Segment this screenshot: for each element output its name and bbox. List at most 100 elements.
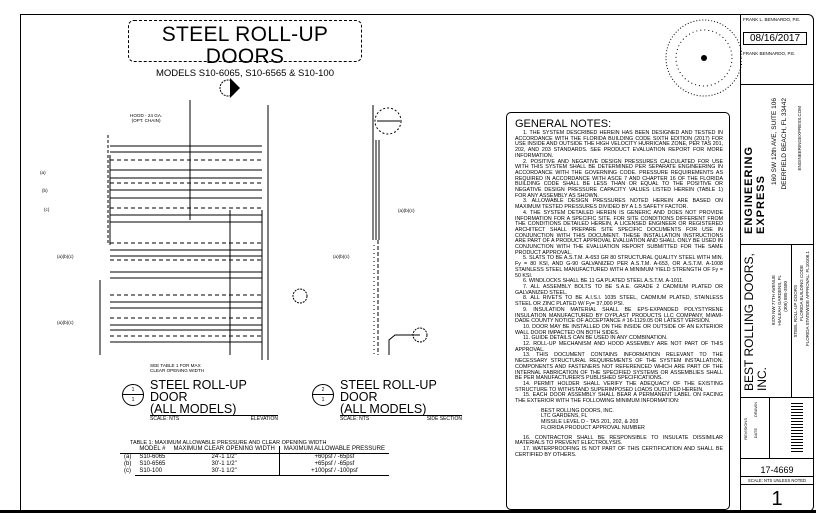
note-item: 14. PERMIT HOLDER SHALL VERIFY THE ADEQU… xyxy=(515,380,723,393)
note-item: 5. SLATS TO BE A.S.T.M. A-653 GR 80 STRU… xyxy=(515,255,723,279)
hood-label-line-1: HOOD - 24 GA. xyxy=(130,113,163,118)
firm-address-1: 160 SW 12th AVE, SUITE 106 xyxy=(771,98,778,185)
side-section-drawing xyxy=(292,105,428,355)
view-title-section: STEEL ROLL-UP DOOR (ALL MODELS) SCALE: N… xyxy=(340,379,462,422)
view-bubble-1: 1 1 xyxy=(122,384,144,406)
revisions-block: REVISIONS DRAWN DATE xyxy=(741,398,813,459)
table-header: MAXIMUM CLEAR OPENING WIDTH xyxy=(169,446,280,454)
note-item: 10. DOOR MAY BE INSTALLED ON THE INSIDE … xyxy=(515,323,723,336)
sheet-number: 1 xyxy=(771,488,783,510)
table-row: (a) S10-6065 24'-1 1/2" +60psf / -65psf xyxy=(120,453,389,461)
label-line: LTC GARDENS, FL xyxy=(541,413,588,420)
seal-star-icon xyxy=(701,55,707,61)
client-block: BEST ROLLING DOORS, INC. 9370 NW 77TH AV… xyxy=(741,245,813,398)
view-number: 2 xyxy=(313,385,333,395)
view-number: 1 xyxy=(123,385,143,395)
note-item: 16. CONTRACTOR SHALL BE RESPONSIBLE TO I… xyxy=(515,434,723,447)
table-cell: (a) xyxy=(124,454,132,460)
view-bubble-2: 2 1 xyxy=(312,384,334,406)
table-header-row: MODEL # MAXIMUM CLEAR OPENING WIDTH MAXI… xyxy=(120,446,389,454)
revisions-label: REVISIONS xyxy=(743,418,748,440)
table-header: MAXIMUM ALLOWABLE PRESSURE xyxy=(278,446,389,454)
section-callout-2: (a)(b)(c) xyxy=(333,254,350,259)
title-block: FRANK L. BENNARDO, P.E. 08/16/2017 FRANK… xyxy=(740,14,814,512)
firm-address-2: DEERFIELD BEACH, FL 33442 xyxy=(781,98,788,190)
sheet-subtitle: MODELS S10-6065, S10-6565 & S10-100 xyxy=(156,68,334,79)
table-cell: +60psf / -65psf xyxy=(278,453,389,461)
table-cell: (b) xyxy=(124,461,132,467)
table-cell: +65psf / -65psf xyxy=(278,461,389,468)
note-item: 8. ALL RIVETS TO BE A.I.S.I. 1035 STEEL,… xyxy=(515,295,723,308)
fine-print-disclaimer xyxy=(791,402,803,452)
engineer-name: FRANK L. BENNARDO, P.E. xyxy=(743,17,801,22)
see-table-line-1: SEE TABLE 1 FOR MAX xyxy=(150,363,201,368)
label-line: BEST ROLLING DOORS, INC. xyxy=(541,407,614,414)
callout-b: (b) xyxy=(42,188,48,193)
view-scale: SCALE: NTS xyxy=(150,416,180,422)
see-table-note: SEE TABLE 1 FOR MAX CLEAR OPENING WIDTH xyxy=(150,363,204,373)
view-sheet-number: 1 xyxy=(321,397,325,403)
door-drawings xyxy=(99,78,428,360)
table-cell: +100psf / -100psf xyxy=(278,468,389,476)
note-item: 11. GUIDE DETAILS CAN BE USED IN ANY COM… xyxy=(523,335,668,342)
view-type: SIDE SECTION xyxy=(426,416,462,422)
general-notes-heading: GENERAL NOTES: xyxy=(515,118,612,130)
label-line: MISSILE LEVEL D - TAS 201, 202, & 203 xyxy=(541,419,639,426)
sheet-border-left xyxy=(20,14,21,512)
table-row: (b) S10-6565 30'-1 1/2" +65psf / -65psf xyxy=(120,461,389,468)
note-item: 6. WINDLOCKS SHALL BE 11 GA PLATED STEEL… xyxy=(523,278,684,285)
client-name: BEST ROLLING DOORS, INC. xyxy=(742,253,769,391)
note-item: 2. POSITIVE AND NEGATIVE DESIGN PRESSURE… xyxy=(515,158,723,199)
hood-label-line-2: (OPT. CHAIN) xyxy=(131,118,161,123)
note-item: 1. THE SYSTEM DESCRIBED HEREIN HAS BEEN … xyxy=(515,130,723,159)
client-block-divider xyxy=(791,245,792,397)
general-notes-list: 1. THE SYSTEM DESCRIBED HEREIN HAS BEEN … xyxy=(515,130,723,458)
table-cell: S10-6565 xyxy=(139,461,166,467)
general-notes-box: GENERAL NOTES: 1. THE SYSTEM DESCRIBED H… xyxy=(506,112,730,510)
sheet-border-bottom xyxy=(0,510,816,513)
engineer-name-2: FRANK BENNARDO, P.E. xyxy=(743,51,796,56)
hood-label: HOOD - 24 GA. (OPT. CHAIN) xyxy=(130,113,162,123)
date-label: DATE xyxy=(753,428,758,439)
section-callout-1: (a)(b)(c) xyxy=(398,208,415,213)
sheet-border-top xyxy=(20,14,740,15)
view-type: ELEVATION xyxy=(250,416,278,422)
firm-block: ENGINEERING EXPRESS 160 SW 12th AVE, SUI… xyxy=(741,86,813,245)
view-sheet-number: 1 xyxy=(131,397,135,403)
drawing-number: 17-4669 xyxy=(741,465,813,477)
view-title-line-1: STEEL ROLL-UP DOOR xyxy=(150,378,247,404)
table-header: MODEL # xyxy=(135,446,170,454)
scale-note: SCALE: NTS UNLESS NOTED xyxy=(741,478,813,485)
table-row: (c) S10-100 30'-1 1/2" +100psf / -100psf xyxy=(120,468,389,476)
table-cell: S10-6065 xyxy=(139,454,166,460)
note-item: 9. INSULATION MATERIAL SHALL BE EPS-EXPA… xyxy=(515,306,723,325)
firm-logo: ENGINEERING EXPRESS xyxy=(743,145,767,234)
table-caption: TABLE 1: MAXIMUM ALLOWABLE PRESSURE AND … xyxy=(130,440,327,446)
project-line-3: FLORIDA STATEWIDE APPROVAL: FL10106.1 xyxy=(805,251,810,347)
view-title-elevation: STEEL ROLL-UP DOOR (ALL MODELS) SCALE: N… xyxy=(150,379,278,422)
note-item: 12. ROLL-UP MECHANISM AND HOOD ASSEMBLY … xyxy=(515,341,723,353)
drawn-label: DRAWN xyxy=(753,402,758,417)
callout-c: (c) xyxy=(44,207,50,212)
view-title-line-1: STEEL ROLL-UP DOOR xyxy=(340,378,437,404)
callout-a: (a) xyxy=(40,170,46,175)
engineer-block: FRANK L. BENNARDO, P.E. 08/16/2017 FRANK… xyxy=(741,15,813,85)
view-title-line-2: (ALL MODELS) xyxy=(340,403,462,416)
view-scale: SCALE: NTS xyxy=(340,416,370,422)
elevation-drawing xyxy=(99,100,269,360)
pressure-table: TABLE 1: MAXIMUM ALLOWABLE PRESSURE AND … xyxy=(120,440,389,476)
table-cell: S10-100 xyxy=(135,468,170,476)
note-item: 4. THE SYSTEM DETAILED HEREIN IS GENERIC… xyxy=(515,209,723,256)
note-item: 7. ALL ASSEMBLY BOLTS TO BE S.A.E. GRADE… xyxy=(515,283,723,296)
section-cut-marker xyxy=(219,78,240,98)
note-item: 17. WATERPROOFING IS NOT PART OF THIS CE… xyxy=(515,445,723,458)
callout-abc-2: (a)(b)(c) xyxy=(57,320,74,325)
table-cell: 30'-1 1/2" xyxy=(169,468,280,476)
firm-contact: ENGINEERINGEXPRESS.COM xyxy=(797,106,802,171)
engineer-seal xyxy=(665,19,742,97)
label-line: FLORIDA PRODUCT APPROVAL NUMBER xyxy=(541,424,645,431)
table-cell: 24'-1 1/2" xyxy=(211,454,237,460)
note-item: 15. EACH DOOR ASSEMBLY SHALL BEAR A PERM… xyxy=(515,392,723,405)
table-cell: (c) xyxy=(124,468,131,475)
callout-abc-1: (a)(b)(c) xyxy=(57,254,74,259)
